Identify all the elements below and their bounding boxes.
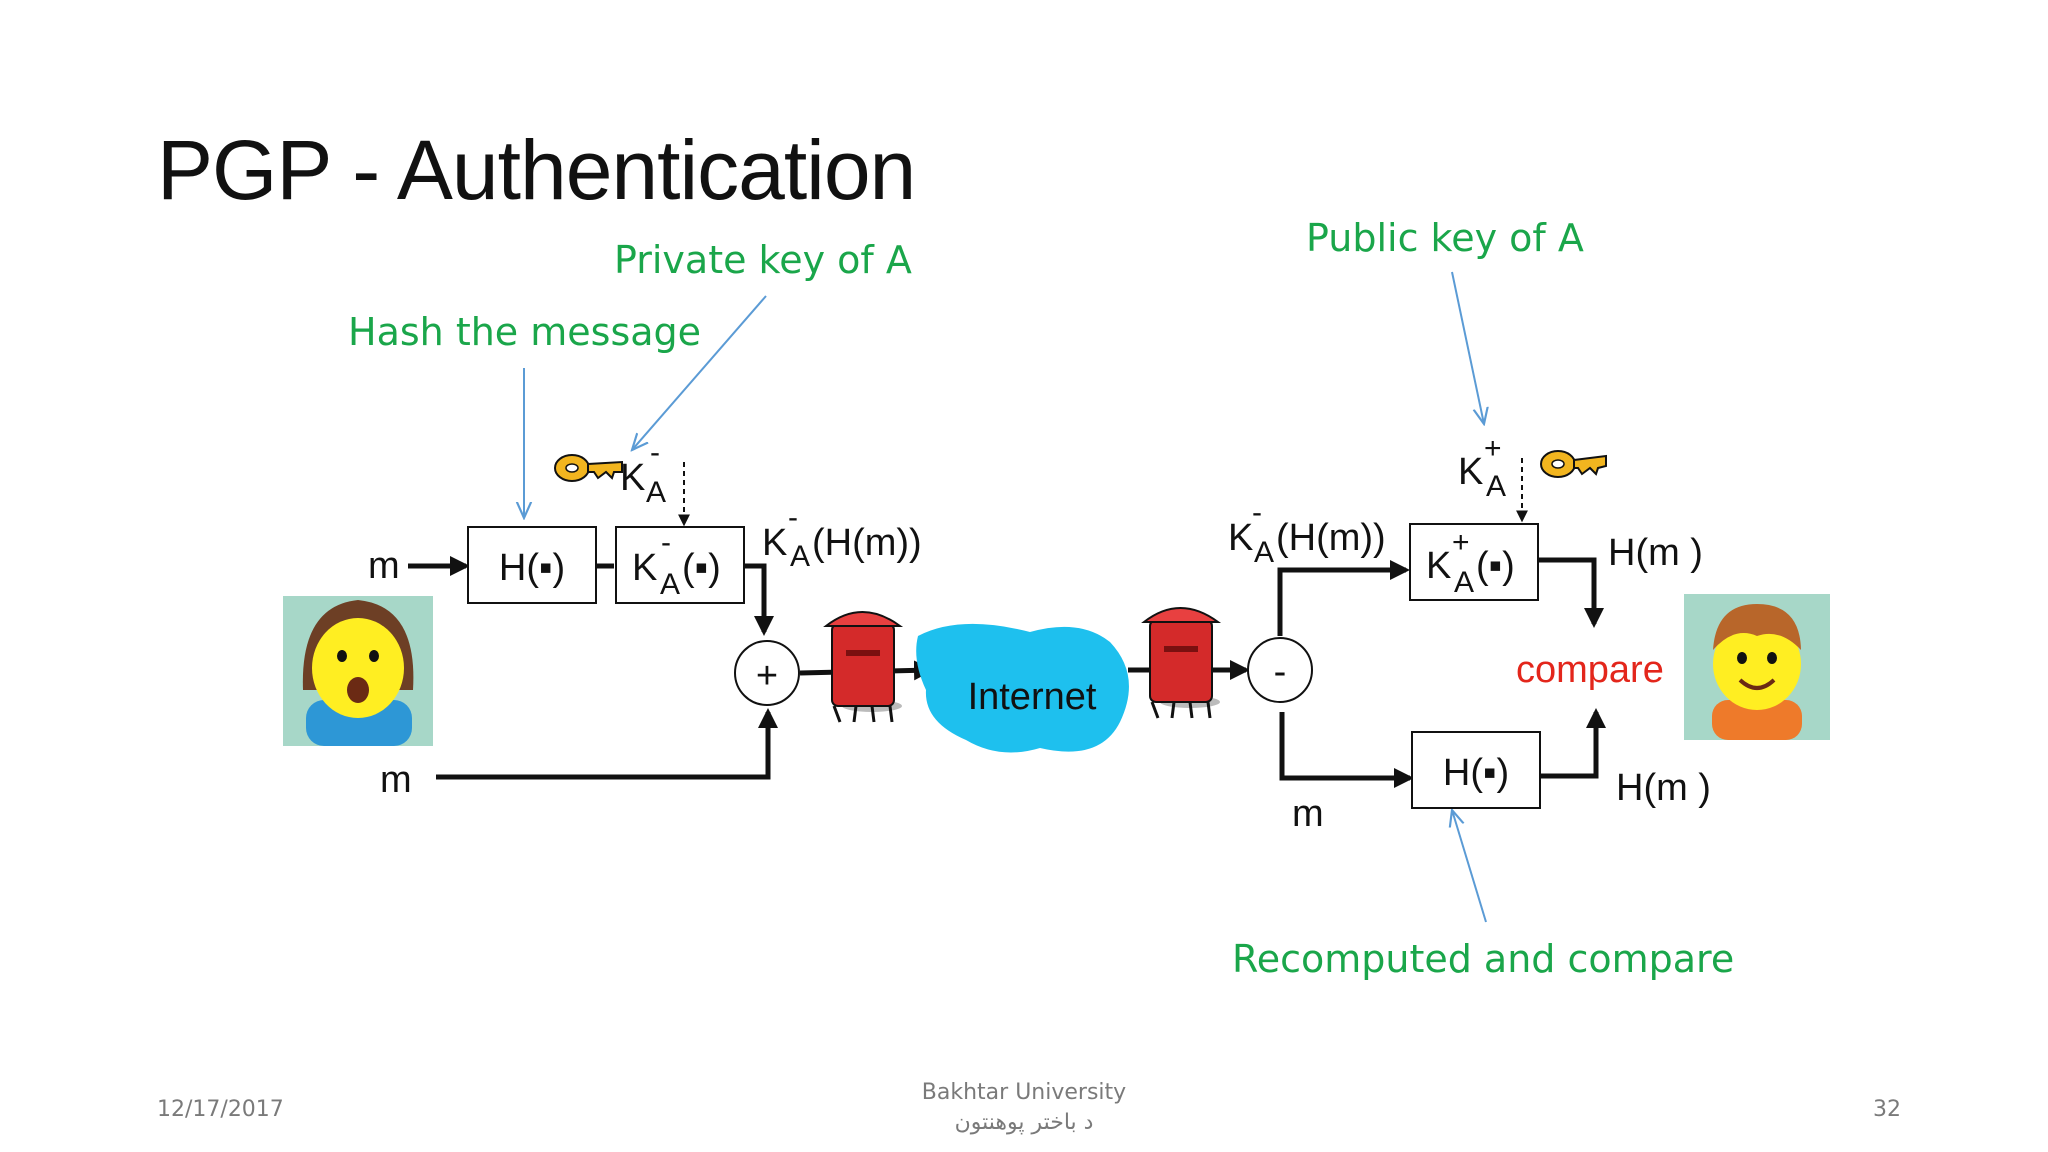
label-m-bottom: m: [380, 759, 412, 801]
received-hash-sub: A: [1254, 536, 1274, 569]
annotation-hash-message: Hash the message: [348, 310, 701, 354]
person-icon: [1684, 594, 1830, 740]
private-key-sup: -: [650, 436, 660, 469]
footer-date: 12/17/2017: [157, 1097, 284, 1122]
label-hm-top: H(m ): [1608, 532, 1703, 574]
internet-label: Internet: [968, 676, 1097, 718]
key-icon: [554, 454, 623, 482]
hash-box-receiver: H(▪): [1411, 731, 1541, 809]
footer-org-english: Bakhtar University: [921, 1080, 1127, 1105]
signed-hash-sub: A: [790, 540, 810, 573]
footer-page-number: 32: [1873, 1097, 1901, 1122]
plus-operator: +: [734, 640, 800, 706]
decrypt-box-sub: A: [1454, 566, 1474, 599]
arrow-m-to-plus: [436, 708, 778, 780]
pointer-private-key: [632, 295, 767, 450]
minus-operator-label: -: [1274, 651, 1287, 693]
arrow-encrypt-to-plus: [744, 563, 774, 636]
public-key-sup: +: [1484, 432, 1502, 465]
public-key-k: K: [1458, 451, 1483, 493]
person-icon: [283, 596, 433, 746]
encrypt-box-sub: A: [660, 568, 680, 601]
pointer-recompute: [1452, 810, 1487, 923]
private-key-k: K: [620, 457, 645, 499]
signed-hash-fn: (H(m)): [812, 522, 922, 564]
received-hash-fn: (H(m)): [1276, 517, 1386, 559]
decrypt-box-k: K: [1426, 545, 1451, 587]
label-hm-bottom: H(m ): [1616, 767, 1711, 809]
compare-label: compare: [1516, 649, 1664, 691]
label-m-top: m: [368, 545, 400, 587]
hash-box-receiver-label: H(▪): [1443, 752, 1509, 794]
arrow-minus-to-decrypt: [1277, 560, 1410, 636]
annotation-recompute: Recomputed and compare: [1232, 937, 1734, 981]
slide-title: PGP - Authentication: [157, 123, 916, 217]
label-m-receiver: m: [1292, 793, 1324, 835]
private-key-sub: A: [646, 476, 666, 509]
mailbox-icon: [1141, 607, 1222, 719]
arrow-decrypt-to-compare: [1538, 557, 1604, 628]
hash-box-sender-label: H(▪): [499, 547, 565, 589]
received-hash-sup: -: [1252, 496, 1262, 529]
pointer-public-key: [1451, 271, 1484, 424]
encrypt-box-fn: (▪): [682, 547, 721, 589]
internet-cloud: Internet: [916, 623, 1129, 753]
arrow-hash-to-compare: [1540, 708, 1606, 779]
hash-box-sender: H(▪): [467, 526, 597, 604]
encrypt-box-sup: -: [661, 526, 671, 559]
footer-organization: Bakhtar University د باختر پوهنتون: [0, 1078, 2048, 1138]
encrypt-box-k: K: [632, 547, 657, 589]
decrypt-box-public: K A + (▪): [1409, 523, 1539, 601]
signed-hash-k: K: [762, 522, 787, 564]
encrypt-box-private: K A - (▪): [615, 526, 745, 604]
decrypt-box-sup: +: [1452, 526, 1470, 559]
annotation-public-key: Public key of A: [1306, 216, 1584, 260]
key-icon: [1540, 450, 1607, 478]
plus-operator-label: +: [756, 655, 778, 697]
footer-org-pashto: د باختر پوهنتون: [954, 1110, 1094, 1135]
arrow-minus-to-hash: [1279, 712, 1414, 788]
decrypt-box-fn: (▪): [1476, 545, 1515, 587]
received-hash-k: K: [1228, 517, 1253, 559]
signed-hash-sup: -: [788, 501, 798, 534]
annotation-private-key: Private key of A: [614, 238, 912, 282]
public-key-sub: A: [1486, 470, 1506, 503]
mailbox-icon: [823, 611, 904, 723]
minus-operator: -: [1247, 637, 1313, 703]
